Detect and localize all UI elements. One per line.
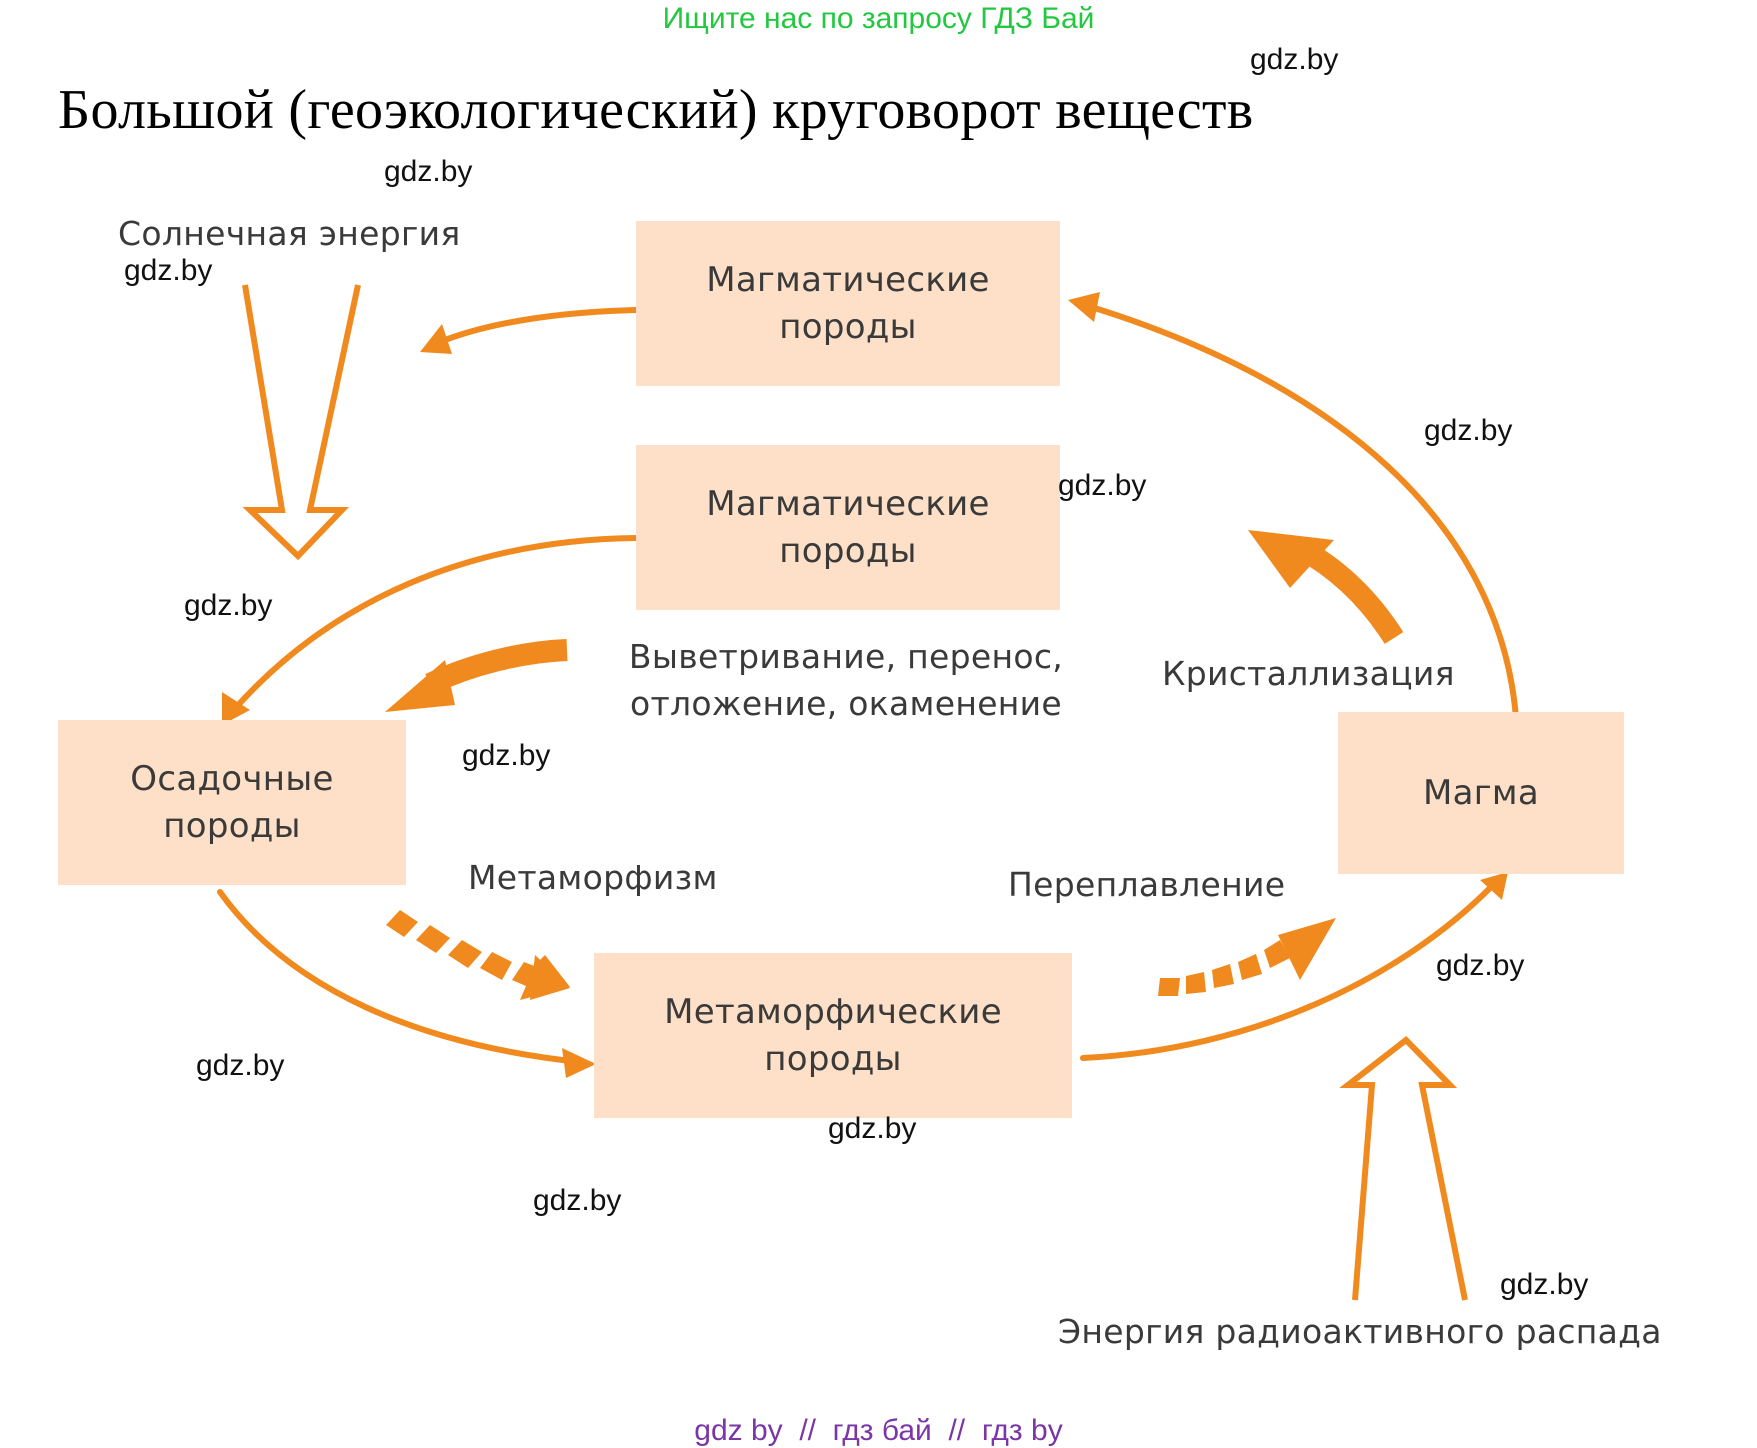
page-title: Большой (геоэкологический) круговорот ве… xyxy=(58,79,1254,141)
watermark: gdz.by xyxy=(184,589,273,622)
watermark: gdz.by xyxy=(1250,43,1339,76)
watermark: gdz.by xyxy=(1436,949,1525,982)
arrow-magma-to-magmatic-top xyxy=(1085,303,1519,721)
arrow-magmatic-top-out xyxy=(437,307,639,345)
arrowhead-sedimentary-to-metamorphic xyxy=(562,1048,596,1078)
arrow-metamorphic-to-magma xyxy=(1080,881,1497,1061)
box-magmatic-rocks-top: Магматические породы xyxy=(636,221,1060,386)
box-line: Осадочные xyxy=(130,758,334,799)
watermark: gdz.by xyxy=(1500,1268,1589,1301)
box-magma: Магма xyxy=(1338,712,1624,874)
footer-links[interactable]: gdz by // гдз бай // гдз by xyxy=(694,1414,1063,1447)
solar-energy-arrow xyxy=(242,284,361,561)
label-weathering: Выветривание, перенос, отложение, окамене… xyxy=(626,634,1066,728)
label-remelting: Переплавление xyxy=(1008,865,1286,904)
arrowhead-metamorphic-to-magma xyxy=(1480,872,1508,900)
label-solar-energy: Солнечная энергия xyxy=(118,214,461,253)
box-line: породы xyxy=(764,1038,902,1079)
box-line: породы xyxy=(779,306,917,347)
watermark: gdz.by xyxy=(384,155,473,188)
thick-arrowhead-crystallization xyxy=(1248,530,1334,588)
label-radioactive-energy: Энергия радиоактивного распада xyxy=(1058,1312,1662,1351)
watermark: gdz.by xyxy=(1058,469,1147,502)
box-line: породы xyxy=(779,530,917,571)
dashed-arrow-remelting xyxy=(1158,918,1336,996)
arrow-sedimentary-to-metamorphic xyxy=(217,889,583,1065)
thick-arrowhead-weathering xyxy=(385,660,455,712)
box-line: Магма xyxy=(1422,772,1540,813)
box-line: Метаморфические xyxy=(664,991,1002,1032)
box-line: породы xyxy=(163,805,301,846)
watermark: gdz.by xyxy=(1424,414,1513,447)
dashed-arrow-metamorphism xyxy=(386,910,570,1000)
promo-banner[interactable]: Ищите нас по запросу ГДЗ Бай xyxy=(662,2,1095,35)
arrowhead-magmatic-to-sedimentary xyxy=(222,692,250,725)
arrowhead-magmatic-top-out xyxy=(420,324,452,354)
box-magmatic-rocks-middle: Магматические породы xyxy=(636,445,1060,610)
thick-arrow-weathering xyxy=(425,639,568,694)
arrow-magmatic-to-sedimentary xyxy=(229,535,639,715)
box-sedimentary-rocks: Осадочные породы xyxy=(58,720,406,885)
arrowhead-magma-to-magmatic-top xyxy=(1068,292,1100,322)
box-line: Магматические xyxy=(706,483,990,524)
watermark: gdz.by xyxy=(124,254,213,287)
watermark: gdz.by xyxy=(533,1184,622,1217)
watermark: gdz.by xyxy=(196,1049,285,1082)
label-line: отложение, окаменение xyxy=(629,683,1063,723)
label-line: Выветривание, перенос, xyxy=(628,637,1064,676)
radioactive-energy-arrow xyxy=(1339,1035,1468,1301)
watermark: gdz.by xyxy=(828,1112,917,1145)
box-metamorphic-rocks: Метаморфические породы xyxy=(594,953,1072,1118)
box-line: Магматические xyxy=(706,259,990,300)
watermark: gdz.by xyxy=(462,739,551,772)
label-metamorphism: Метаморфизм xyxy=(468,858,718,897)
label-crystallization: Кристаллизация xyxy=(1162,654,1455,693)
